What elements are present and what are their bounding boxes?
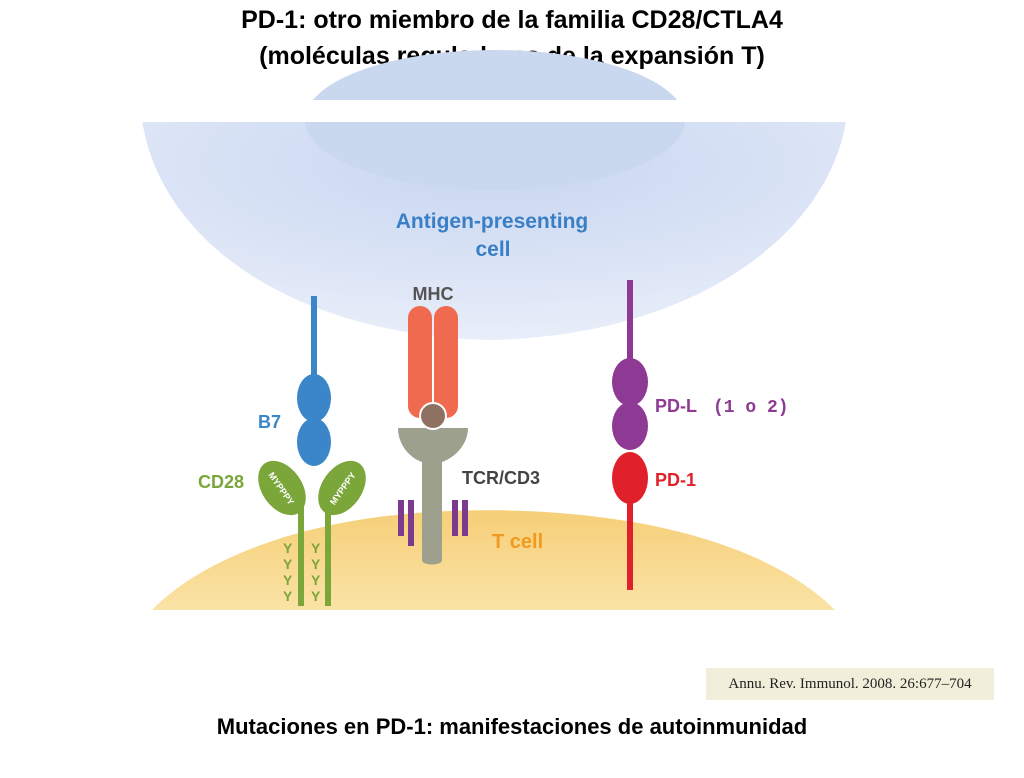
cd28-tyrosines: Y Y Y Y Y Y Y Y (283, 540, 321, 604)
b7-label: B7 (258, 412, 281, 432)
mhc-molecule (408, 306, 458, 430)
t-cell-body (152, 510, 835, 610)
y-mark: Y (283, 540, 293, 556)
pd1-molecule (612, 452, 648, 590)
tcr-label: TCR/CD3 (462, 468, 540, 488)
t-cell-label: T cell (492, 531, 543, 553)
cd28-label: CD28 (198, 472, 244, 492)
pdl-label: PD-L (655, 396, 697, 416)
y-mark: Y (311, 572, 321, 588)
apc-body (142, 120, 846, 340)
b7-molecule (297, 296, 331, 466)
bottom-caption: Mutaciones en PD-1: manifestaciones de a… (216, 714, 808, 739)
y-mark: Y (311, 540, 321, 556)
citation: Annu. Rev. Immunol. 2008. 26:677–704 (706, 668, 994, 700)
y-mark: Y (283, 556, 293, 572)
y-mark: Y (311, 588, 321, 604)
mhc-label: MHC (413, 284, 454, 304)
cd28-molecule: MYPPPY MYPPPY (258, 460, 366, 606)
y-mark: Y (311, 556, 321, 572)
apc-label-1: Antigen-presenting (396, 210, 589, 233)
apc-label-2: cell (475, 238, 510, 261)
y-mark: Y (283, 572, 293, 588)
pdl-variant-label: (1 o 2) (713, 398, 789, 418)
tcr-complex (398, 428, 468, 565)
pdl-molecule (612, 280, 648, 450)
title-line-1: PD-1: otro miembro de la familia CD28/CT… (241, 6, 783, 34)
pd1-label: PD-1 (655, 470, 696, 490)
y-mark: Y (283, 588, 293, 604)
